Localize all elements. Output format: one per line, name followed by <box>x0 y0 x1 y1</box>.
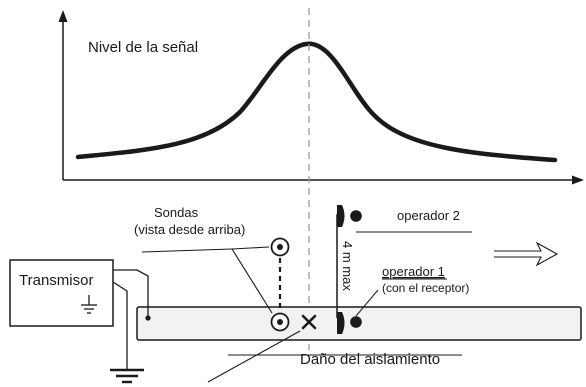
arrow-right-icon <box>494 241 559 267</box>
operator-2-label: operador 2 <box>397 208 460 223</box>
operator-1-head <box>350 316 362 328</box>
transmitter-box <box>9 259 114 327</box>
operator-1-label: operador 1 <box>382 264 445 279</box>
earth-ground-icon <box>110 368 144 384</box>
transmitter-lead-to-ground <box>112 281 128 370</box>
operator-1: operador 1 (con el receptor) <box>337 264 469 334</box>
operator-1-leader <box>355 289 379 317</box>
operator-1-sublabel: (con el receptor) <box>382 281 469 295</box>
operator-1-foot-icon <box>337 312 345 334</box>
probes-label: Sondas <box>154 205 199 220</box>
distance-label: 4 m max <box>340 241 355 291</box>
probe-lower-leader <box>231 248 273 314</box>
operator-2: operador 2 <box>337 205 472 233</box>
insulation-damage-leader <box>207 330 301 383</box>
y-axis-arrow-icon <box>58 10 68 22</box>
signal-graph: Nivel de la señal <box>58 10 584 185</box>
probes-sublabel: (vista desde arriba) <box>134 222 245 237</box>
cross-mark-icon <box>301 314 317 330</box>
signal-curve <box>75 41 558 163</box>
transmitter-lead-to-cable <box>113 269 149 316</box>
insulation-damage-label: Daño del aislamiento <box>300 351 440 368</box>
operator-2-head <box>350 210 362 222</box>
probe-lower-circle-dot-icon <box>270 312 290 332</box>
probes: Sondas (vista desde arriba) <box>134 205 290 332</box>
probes-leader-line <box>141 248 233 253</box>
cable-connection-point <box>145 315 151 321</box>
operator-2-foot-icon <box>337 205 345 227</box>
probe-upper-leader <box>231 246 270 250</box>
signal-level-label: Nivel de la señal <box>88 39 198 56</box>
transmitter: Transmisor <box>9 259 151 384</box>
x-axis-arrow-icon <box>572 175 584 185</box>
ground-symbol-icon <box>81 295 97 314</box>
transmitter-label: Transmisor <box>19 272 93 289</box>
probe-upper-circle-dot-icon <box>270 237 290 257</box>
